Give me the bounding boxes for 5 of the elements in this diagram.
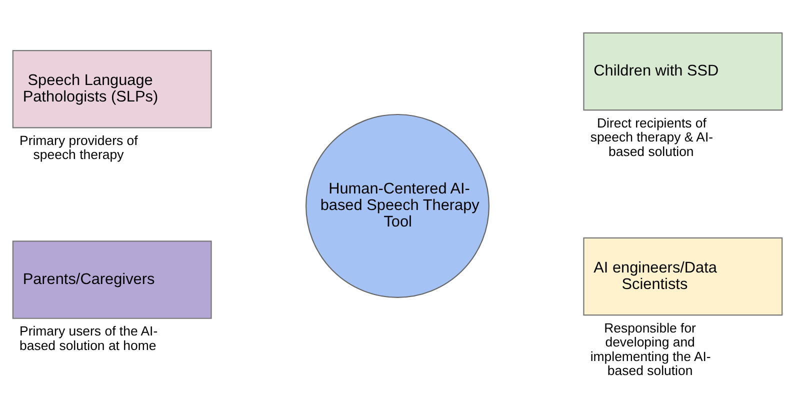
node-label: Responsible for developing and implementing the AI-based solution [590, 320, 711, 378]
node-label: Direct recipients of speech therapy & AI-based solution [590, 115, 714, 159]
node-label: Primary users of the AI-based solution at home [20, 324, 158, 353]
node-label: Primary providers of speech therapy [20, 132, 138, 162]
node-circle: Human-Centered AI-based Speech Therapy Tool [305, 114, 490, 298]
